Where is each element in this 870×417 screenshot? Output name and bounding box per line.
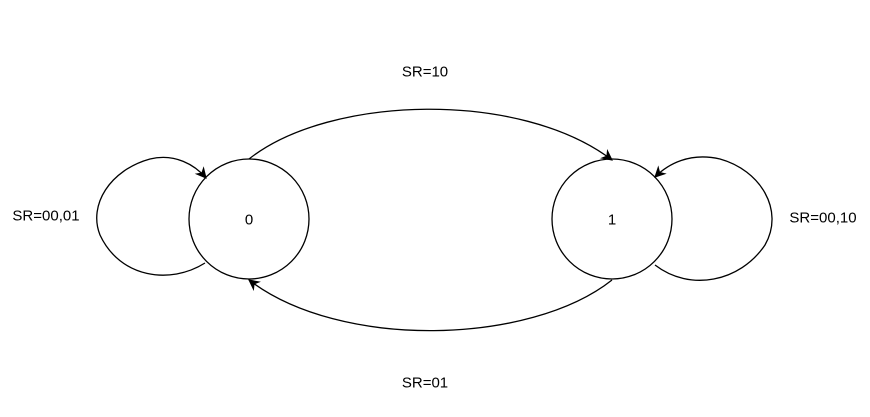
self-loop-0-label: SR=00,01 — [12, 207, 80, 225]
state-0-label: 0 — [244, 211, 254, 229]
self-loop-1-label: SR=00,10 — [789, 209, 857, 227]
self-loop-0 — [96, 156, 207, 276]
transition-1-to-0 — [248, 279, 613, 332]
transition-0-to-1 — [248, 108, 613, 161]
self-loop-1 — [654, 156, 773, 281]
transition-label-1-to-0: SR=01 — [401, 374, 449, 392]
transition-label-0-to-1: SR=10 — [401, 63, 449, 81]
state-1-label: 1 — [607, 211, 617, 229]
